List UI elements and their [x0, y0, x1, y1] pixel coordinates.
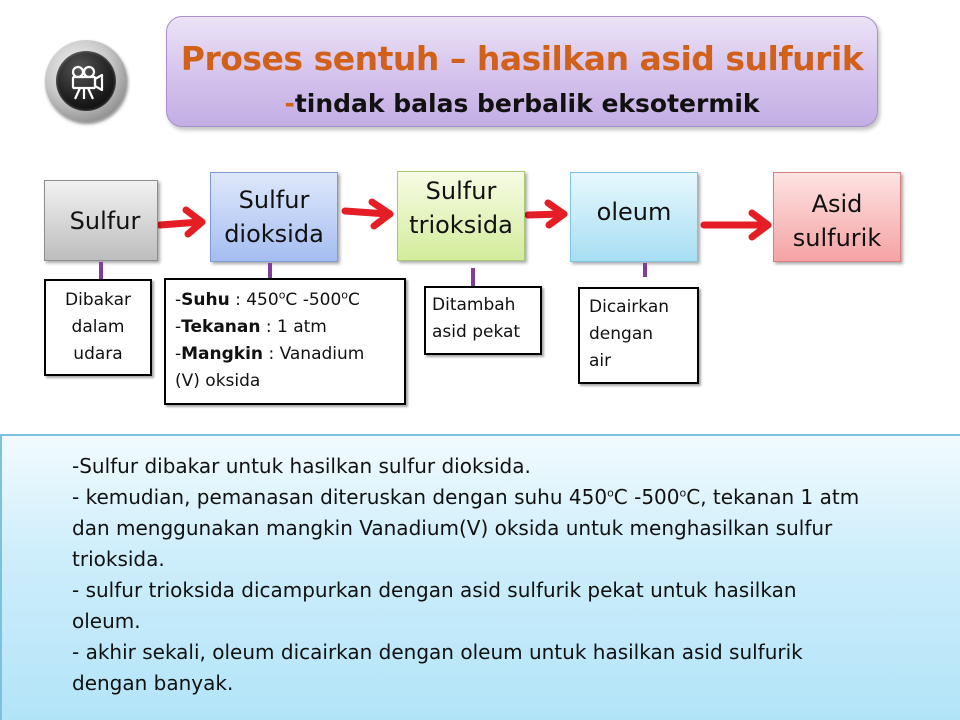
step-label-line1: Sulfur	[425, 177, 497, 205]
step-label-line1: Sulfur	[238, 186, 310, 214]
video-camera-icon	[56, 51, 116, 111]
note-sulfur: Dibakar dalam udara	[44, 279, 152, 376]
step-sulfur-dioksida: Sulfur dioksida	[210, 172, 338, 262]
step-label-line2: dioksida	[224, 220, 324, 248]
mangkin-value: : Vanadium	[263, 344, 365, 364]
explanation-line: - kemudian, pemanasan diteruskan dengan …	[72, 482, 942, 513]
step-sulfur-trioksida: Sulfur trioksida	[397, 171, 525, 261]
tekanan-label: Tekanan	[181, 317, 261, 337]
step-label-line1: Asid	[811, 190, 863, 218]
page-subtitle: -tindak balas berbalik eksotermik	[167, 89, 877, 118]
step-label: Sulfur	[69, 206, 141, 235]
explanation-line: - sulfur trioksida dicampurkan dengan as…	[72, 578, 797, 602]
title-banner: Proses sentuh – hasilkan asid sulfurik -…	[166, 16, 878, 127]
flow-arrows	[156, 198, 772, 241]
explanation-line: - akhir sekali, oleum dicairkan dengan o…	[72, 640, 803, 664]
arrow-so2-to-so3	[341, 198, 394, 230]
degree-sup: o	[341, 288, 349, 302]
subtitle-text: tindak balas berbalik eksotermik	[294, 89, 760, 118]
step-asid-sulfurik: Asid sulfurik	[773, 172, 901, 262]
note-so3: Ditambah asid pekat	[424, 286, 542, 355]
mangkin-label: Mangkin	[181, 344, 264, 364]
note-line: udara	[73, 344, 123, 364]
page-title: Proses sentuh – hasilkan asid sulfurik	[180, 39, 864, 78]
arrow-so3-to-oleum	[524, 199, 568, 229]
note-suhu: -Suhu : 450oC -500oC	[175, 288, 360, 310]
note-line: air	[589, 351, 612, 371]
explanation-line: dan menggunakan mangkin Vanadium(V) oksi…	[72, 516, 833, 540]
step-label-line2: trioksida	[409, 211, 513, 239]
explanation-line: oleum.	[72, 609, 141, 633]
arrow-sulfur-to-so2	[156, 206, 206, 238]
explanation-fragment: - kemudian, pemanasan diteruskan dengan …	[72, 485, 608, 509]
suhu-value: C	[348, 290, 360, 310]
degree-sup: o	[278, 288, 286, 302]
note-oleum: Dicairkan dengan air	[578, 287, 699, 384]
explanation-panel: -Sulfur dibakar untuk hasilkan sulfur di…	[0, 434, 960, 720]
note-tekanan: -Tekanan : 1 atm	[175, 317, 327, 337]
degree-sup: o	[607, 486, 614, 500]
explanation-fragment: C -500	[613, 485, 680, 509]
step-label: oleum	[596, 198, 672, 226]
tekanan-value: : 1 atm	[260, 317, 327, 337]
arrow-oleum-to-asid	[700, 209, 772, 241]
video-camera-button[interactable]	[45, 40, 127, 122]
explanation-text: -Sulfur dibakar untuk hasilkan sulfur di…	[72, 451, 942, 699]
note-line: dengan	[589, 324, 654, 344]
note-conditions: -Suhu : 450oC -500oC -Tekanan : 1 atm -M…	[164, 278, 406, 405]
degree-sup: o	[679, 486, 687, 500]
suhu-label: Suhu	[181, 290, 230, 310]
suhu-value: : 450	[229, 290, 279, 310]
note-line: Dibakar	[65, 290, 131, 310]
connector-stem	[268, 263, 272, 278]
suhu-value: C -500	[285, 290, 342, 310]
note-line: Ditambah	[432, 295, 516, 315]
connector-stem	[643, 263, 647, 277]
explanation-line: dengan banyak.	[72, 671, 234, 695]
note-mangkin-cont: (V) oksida	[175, 371, 261, 391]
step-label-line2: sulfurik	[792, 224, 882, 252]
explanation-line: -Sulfur dibakar untuk hasilkan sulfur di…	[72, 454, 531, 478]
step-oleum: oleum	[570, 172, 698, 262]
subtitle-dash: -	[284, 89, 295, 118]
note-mangkin: -Mangkin : Vanadium	[175, 344, 365, 364]
step-sulfur: Sulfur	[44, 180, 158, 261]
note-line: asid pekat	[432, 322, 521, 342]
note-line: Dicairkan	[589, 297, 670, 317]
explanation-fragment: C, tekanan 1 atm	[686, 485, 860, 509]
note-line: dalam	[71, 317, 125, 337]
explanation-line: trioksida.	[72, 547, 165, 571]
connector-stem	[99, 262, 103, 279]
connector-stem	[471, 268, 475, 286]
